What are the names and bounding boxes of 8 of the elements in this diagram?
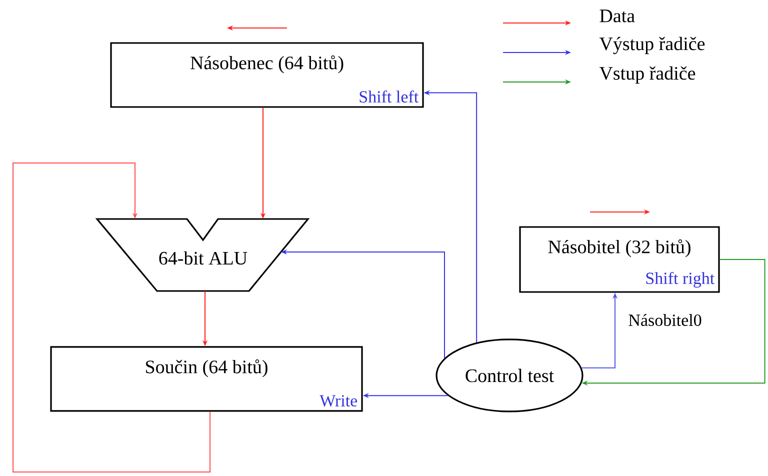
legend-text: Vstup řadiče xyxy=(599,66,696,84)
signal-label: Násobitel0 xyxy=(628,314,702,326)
arrow xyxy=(12,162,210,472)
register-box: Násobenec (64 bitů) Shift left xyxy=(110,42,424,108)
legend-text: Data xyxy=(600,10,635,22)
legend-text: Výstup řadiče xyxy=(599,36,705,54)
register-box: Násobitel (32 bitů) Shift right xyxy=(519,226,720,293)
register-box: Součin (64 bitů) Write xyxy=(50,346,363,412)
